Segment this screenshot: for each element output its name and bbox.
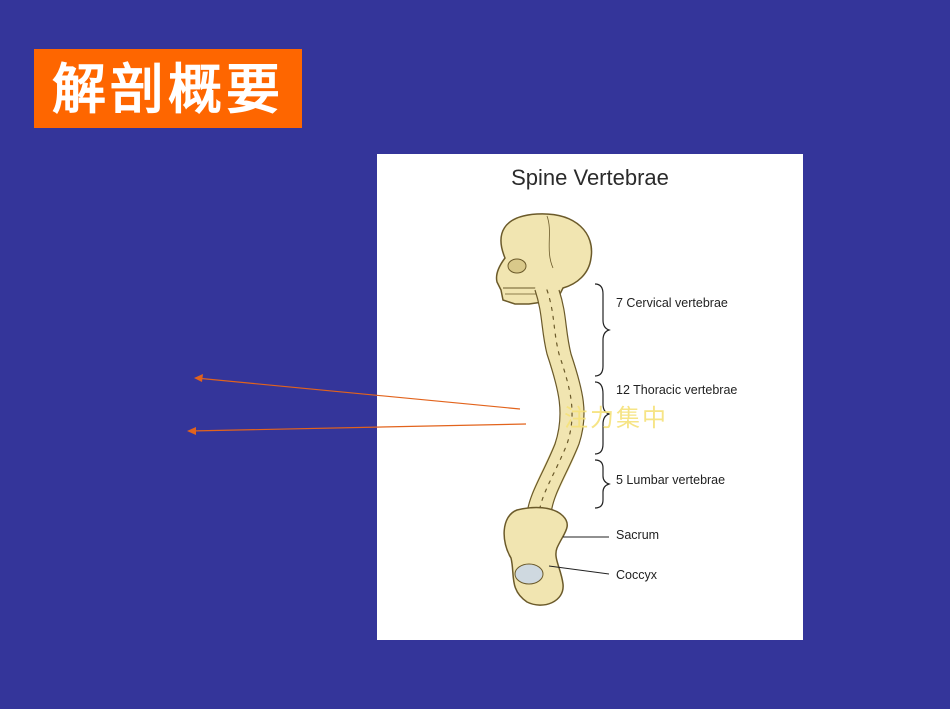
sacrum-pelvis <box>503 506 568 606</box>
arrow-upper-head <box>194 374 203 382</box>
diagram-title: Spine Vertebrae <box>511 165 669 190</box>
slide-title-box: 解剖概要 <box>34 49 302 128</box>
label-cervical: 7 Cervical vertebrae <box>616 296 728 310</box>
label-lumbar: 5 Lumbar vertebrae <box>616 473 726 487</box>
thoracic-bracket <box>594 381 611 455</box>
cervical-bracket <box>594 283 611 377</box>
lumbar-bracket <box>594 459 611 509</box>
arrow-lower-head <box>187 427 196 435</box>
watermark-text: 注力集中 <box>564 404 668 432</box>
label-sacrum: Sacrum <box>616 528 660 542</box>
coccyx-leader-line <box>548 565 610 575</box>
label-thoracic: 12 Thoracic vertebrae <box>616 383 738 397</box>
label-coccyx: Coccyx <box>616 568 657 582</box>
spine-diagram-panel: Spine Vertebrae 7 Cervical vertebrae 12 … <box>377 154 803 640</box>
bottom-divider <box>0 709 950 713</box>
spine-illustration <box>495 213 611 606</box>
slide-title: 解剖概要 <box>52 56 284 121</box>
skull <box>495 213 593 305</box>
